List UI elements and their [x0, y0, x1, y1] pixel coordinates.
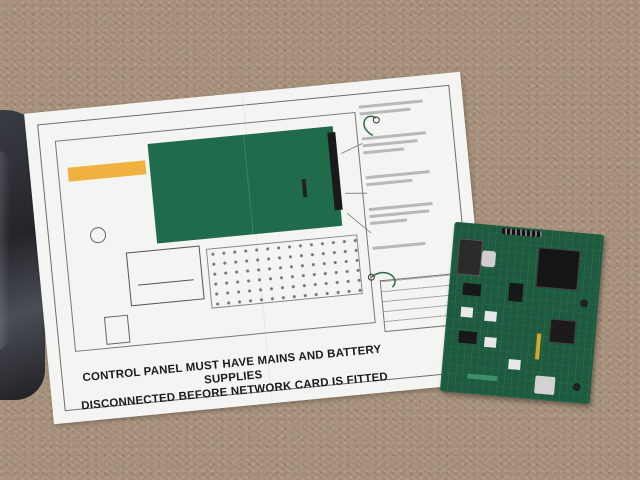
network-socket	[456, 238, 484, 277]
main-processor-chip	[535, 247, 581, 291]
white-connector-2	[484, 310, 498, 322]
small-box-diagram	[103, 314, 131, 345]
network-card-diagram	[147, 126, 343, 244]
diagram-chip	[301, 179, 308, 198]
display-diagram	[125, 245, 205, 307]
ic-chip-2	[458, 330, 478, 345]
board-seam	[243, 134, 254, 235]
instruction-sheet: CONTROL PANEL MUST HAVE MAINS AND BATTER…	[24, 71, 490, 425]
eeprom-chip	[548, 318, 577, 345]
white-connector-1	[460, 306, 474, 318]
instruction-notes	[358, 97, 465, 254]
silver-component	[480, 250, 497, 268]
pcb-card-icon	[439, 221, 605, 405]
crystal-oscillator	[534, 375, 556, 396]
ic-chip-1	[462, 282, 482, 297]
white-connector-4	[508, 359, 521, 371]
white-connector-3	[483, 336, 497, 348]
ic-chip-3	[508, 282, 524, 302]
